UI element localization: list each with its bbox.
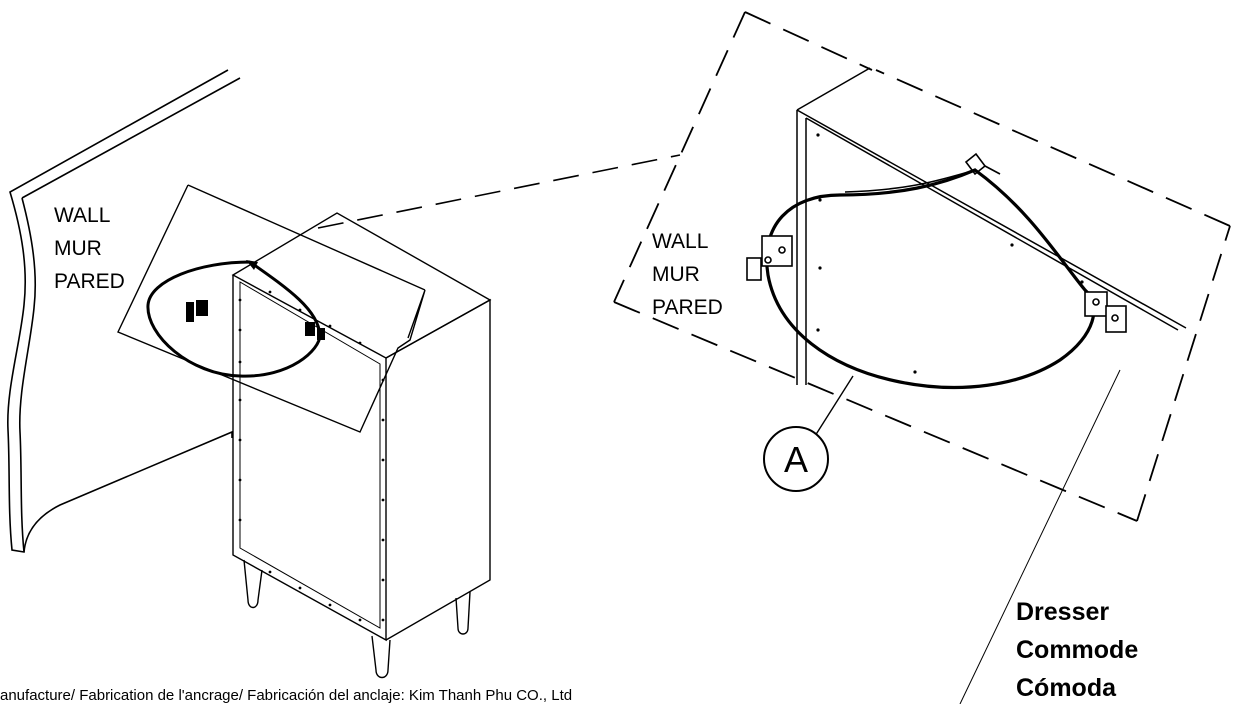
wall-label-detail-line3: PARED <box>652 296 723 319</box>
panel-screw-dots <box>238 290 385 622</box>
zoom-panel-left <box>117 184 426 433</box>
bracket-wall-detail <box>746 235 793 281</box>
bracket-left-dresser <box>305 322 325 340</box>
dresser-label: Dresser Commode Cómoda <box>1016 598 1138 702</box>
anchor-strap-detail <box>765 168 1096 390</box>
anchor-strap-left <box>146 260 322 378</box>
callout-a: A <box>763 375 854 492</box>
wall-label-left-line1: WALL <box>54 204 110 227</box>
wall-label-left-line3: PARED <box>54 270 125 293</box>
detail-screw-dots <box>816 133 1084 374</box>
zoom-connector-lines <box>317 154 681 229</box>
wall-label-left-line2: MUR <box>54 237 102 260</box>
wall-label-left: WALL MUR PARED <box>54 204 125 293</box>
dresser-leader-line <box>959 369 1121 704</box>
strap-tie-left <box>246 260 258 270</box>
bracket-dresser-detail <box>1084 291 1127 333</box>
wall-label-detail-line1: WALL <box>652 230 708 253</box>
wall-left <box>7 69 241 553</box>
wall-label-detail-line2: MUR <box>652 263 700 286</box>
wall-label-detail: WALL MUR PARED <box>652 230 723 319</box>
detail-frame <box>613 11 1231 522</box>
strap-tie-detail <box>964 152 1001 176</box>
callout-letter: A <box>784 439 808 480</box>
dresser-label-line3: Cómoda <box>1016 674 1117 702</box>
dresser-label-line1: Dresser <box>1016 598 1109 626</box>
dresser-full-view <box>231 212 492 679</box>
bracket-left-wall <box>186 300 208 322</box>
dresser-corner-detail <box>796 67 1187 385</box>
dresser-label-line2: Commode <box>1016 636 1138 664</box>
footer-manufacture-note: anufacture/ Fabrication de l'ancrage/ Fa… <box>0 687 572 704</box>
